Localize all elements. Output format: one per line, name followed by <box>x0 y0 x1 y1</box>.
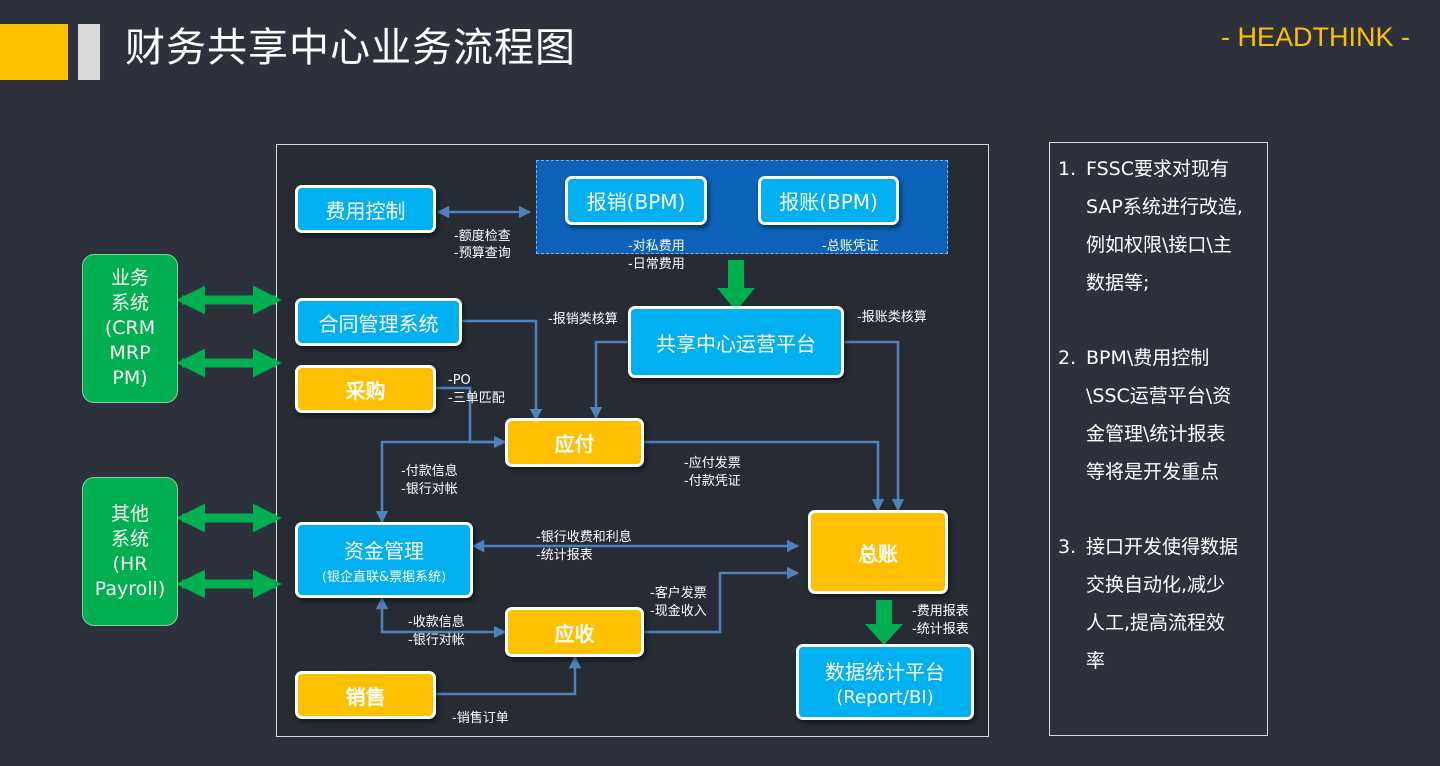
label-bank-reconciliation-2: -银行对帐 <box>408 633 465 648</box>
stats-platform-node: 数据统计平台 (Report/BI) <box>796 644 974 720</box>
note-item-2: 2. BPM\费用控制 \SSC运营平台\资 金管理\统计报表 等将是开发重点 <box>1058 347 1232 483</box>
bpm-reimburse-node: 报销(BPM) <box>565 176 707 225</box>
note-item-1: 1. FSSC要求对现有 SAP系统进行改造, 例如权限\接口\主 数据等; <box>1058 158 1243 294</box>
general-ledger-node: 总账 <box>808 510 948 594</box>
edge-ssc-ledger <box>842 340 905 512</box>
notes-panel <box>1049 142 1268 736</box>
label-payment-voucher: -付款凭证 <box>684 474 741 489</box>
label-stat-report-2: -统计报表 <box>912 622 969 637</box>
label-gl-voucher: -总账凭证 <box>822 239 879 254</box>
label-stat-report-1: -统计报表 <box>536 548 593 563</box>
note-item-3: 3. 接口开发使得数据 交换自动化,减少 人工,提高流程效 率 <box>1058 536 1239 672</box>
contract-system-node: 合同管理系统 <box>295 298 462 346</box>
fee-control-node: 费用控制 <box>295 185 436 233</box>
other-system-node: 其他 系统 (HR Payroll) <box>82 477 178 626</box>
label-sales-order: -销售订单 <box>452 711 509 726</box>
label-daily-fee: -日常费用 <box>628 257 685 272</box>
receivable-node: 应收 <box>505 607 644 657</box>
label-three-way-match: -三单匹配 <box>448 391 505 406</box>
sales-node: 销售 <box>295 671 436 719</box>
flow-arrow-ledger-to-stats <box>865 600 903 645</box>
label-receipt-info: -收款信息 <box>408 615 465 630</box>
label-fee-report: -费用报表 <box>912 604 969 619</box>
edge-payable-fund <box>375 440 505 524</box>
purchase-node: 采购 <box>295 365 436 413</box>
label-cash-receipt: -现金收入 <box>650 604 707 619</box>
edge-contract-payable <box>462 319 543 422</box>
label-payment-info: -付款信息 <box>401 464 458 479</box>
brand-logo-text: - HEADTHINK - <box>1221 22 1410 52</box>
label-customer-invoice: -客户发票 <box>650 586 707 601</box>
label-bank-fee-interest: -银行收费和利息 <box>536 530 632 545</box>
title-accent-gray-bar <box>78 24 100 80</box>
label-account-accounting: -报账类核算 <box>857 310 927 325</box>
business-system-node: 业务 系统 (CRM MRP PM) <box>82 254 178 403</box>
edge-fund-receivable <box>375 596 507 639</box>
label-reimburse-accounting: -报销类核算 <box>548 312 618 327</box>
edge-payable-ledger <box>644 440 885 512</box>
label-po: -PO <box>448 373 471 388</box>
label-quota-check: -额度检查 <box>454 229 511 244</box>
payable-node: 应付 <box>505 418 644 467</box>
ssc-platform-node: 共享中心运营平台 <box>628 306 844 378</box>
fund-management-node: 资金管理 (银企直联&票据系统) <box>295 522 473 598</box>
label-bank-reconciliation-1: -银行对帐 <box>401 482 458 497</box>
label-private-fee: -对私费用 <box>628 239 685 254</box>
bpm-account-node: 报账(BPM) <box>758 176 899 225</box>
edge-ssc-payable <box>589 340 630 420</box>
label-payable-invoice: -应付发票 <box>684 456 741 471</box>
title-accent-yellow-bar <box>0 24 68 80</box>
page-title: 财务共享中心业务流程图 <box>125 25 576 71</box>
edge-sales-receivable <box>436 655 582 696</box>
label-budget-query: -预算查询 <box>454 246 511 261</box>
edge-receivable-ledger <box>644 566 800 634</box>
flow-arrow-bpm-to-ssc <box>717 260 755 311</box>
